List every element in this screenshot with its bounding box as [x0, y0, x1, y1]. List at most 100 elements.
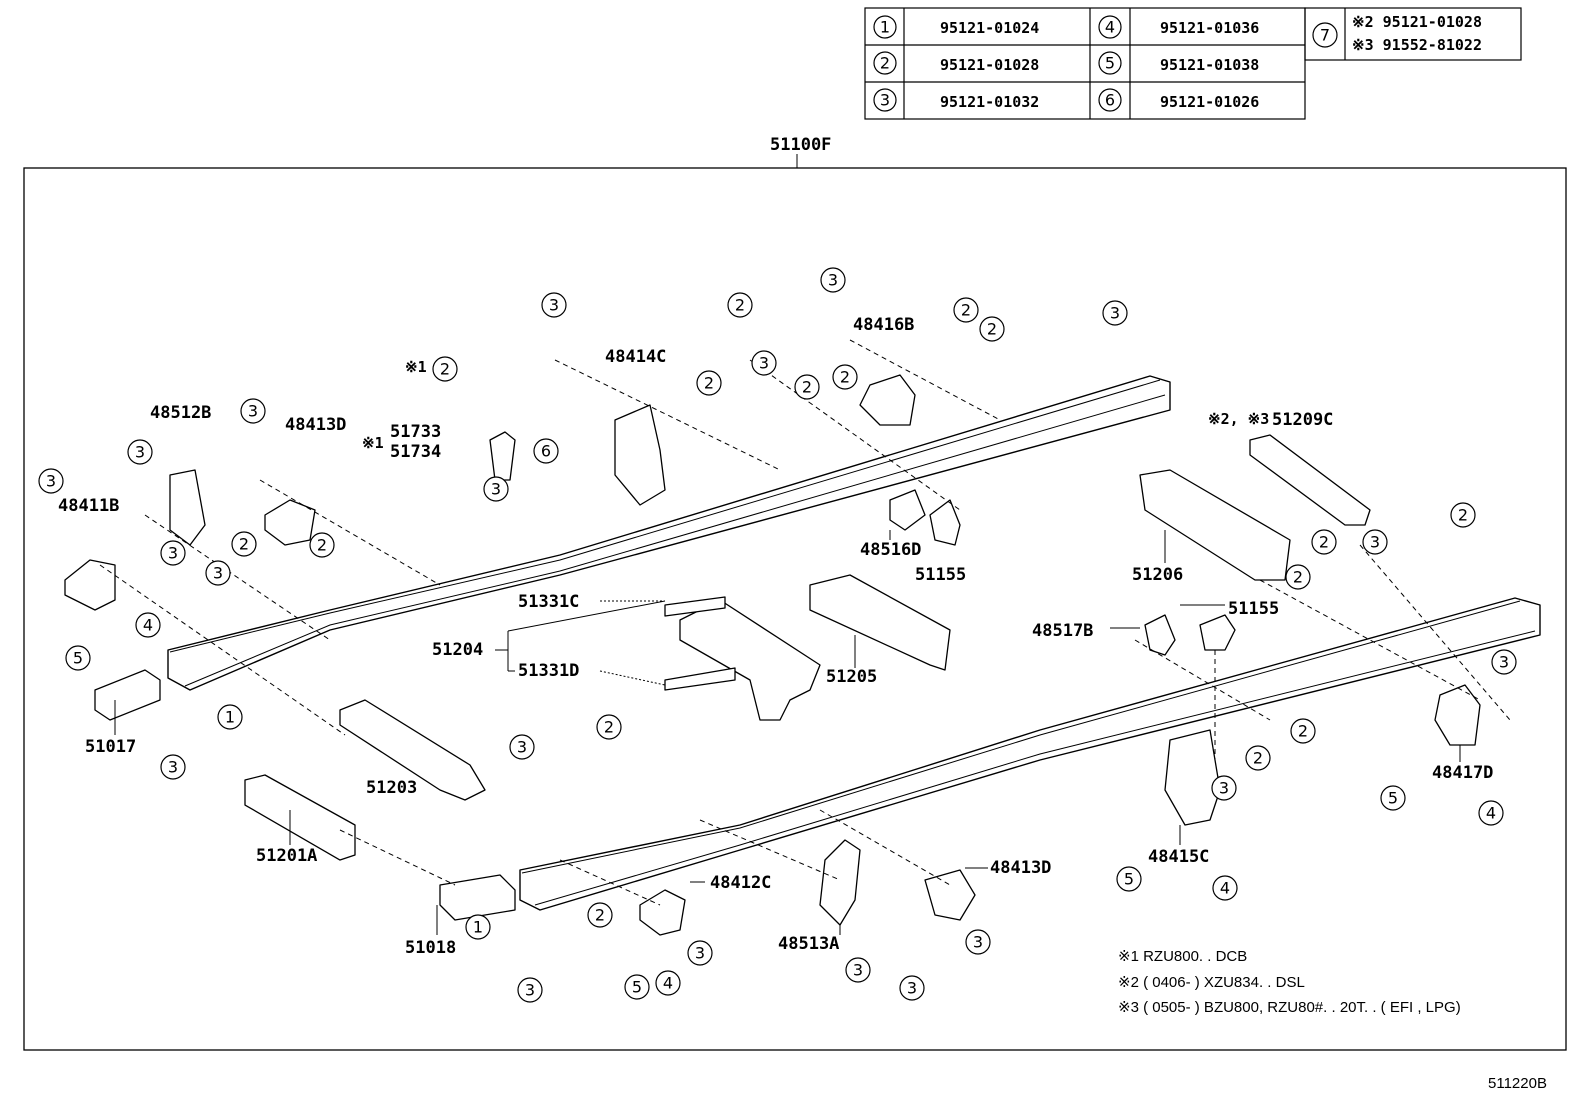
label-leaders [114, 530, 1461, 935]
callout-circle [1212, 875, 1238, 901]
callout-number: 2 [1298, 722, 1308, 741]
callout-circle [483, 476, 509, 502]
bracket-48512B [169, 469, 206, 546]
callout-circle [1450, 502, 1476, 528]
callout-number: 3 [549, 296, 559, 315]
upper-side-rail [167, 375, 1171, 691]
legend-part-3: 95121-01032 [940, 93, 1039, 111]
crossmember-51204 [664, 596, 821, 721]
label-48411B: 48411B [58, 496, 119, 516]
callout-circle [465, 914, 491, 940]
label-48512B: 48512B [150, 403, 211, 423]
note-3: ※3 ( 0505- ) BZU800, RZU80#. . 20T. . ( … [1118, 999, 1461, 1016]
legend-part-2: 95121-01028 [940, 56, 1039, 74]
notes: ※1 RZU800. . DCB ※2 ( 0406- ) XZU834. . … [1118, 948, 1461, 1016]
callout-number: 3 [248, 402, 258, 421]
legend-extra-line1: ※2 95121-01028 [1352, 13, 1482, 31]
callout-number: 2 [604, 718, 614, 737]
callout-number: 2 [239, 535, 249, 554]
callout-circle [160, 540, 186, 566]
label-51201A: 51201A [256, 846, 317, 866]
callout-number: 2 [440, 360, 450, 379]
crossmember-51206 [1139, 469, 1291, 581]
callout-number: 3 [135, 443, 145, 462]
assembly-frame [23, 167, 1567, 1051]
note-2: ※2 ( 0406- ) XZU834. . DSL [1118, 974, 1305, 991]
callout-circle [624, 974, 650, 1000]
assembly-lines [99, 339, 1511, 906]
callout-number: 3 [525, 981, 535, 1000]
callout-number: 4 [663, 974, 673, 993]
callout-circle [1491, 649, 1517, 675]
callout-number: 3 [517, 738, 527, 757]
callout-number: 3 [491, 480, 501, 499]
bracket-51017 [94, 669, 161, 721]
callout-circle [751, 350, 777, 376]
callout-number: 2 [1253, 749, 1263, 768]
callout-circle [845, 957, 871, 983]
label-48413D-lower: 48413D [990, 858, 1051, 878]
legend-table: 1 95121-01024 4 95121-01036 2 95121-0102… [864, 7, 1522, 120]
bracket-48411B [64, 559, 116, 611]
callout-number: 2 [802, 378, 812, 397]
legend-part-1: 95121-01024 [940, 19, 1039, 37]
callout-circle [1245, 745, 1271, 771]
callout-circle [160, 754, 186, 780]
callout-number: 3 [1370, 533, 1380, 552]
callout-circle [820, 267, 846, 293]
callout-circle [794, 374, 820, 400]
crossmember-51205 [809, 574, 951, 671]
callout-number: 2 [704, 374, 714, 393]
label-48517B: 48517B [1032, 621, 1093, 641]
callout-number: 2 [735, 296, 745, 315]
label-51203: 51203 [366, 778, 417, 798]
callout-circle [533, 438, 559, 464]
callout-number: 2 [595, 906, 605, 925]
callout-number: 2 [961, 301, 971, 320]
callout-circle [832, 364, 858, 390]
callout-circle [1380, 785, 1406, 811]
legend-part-5: 95121-01038 [1160, 56, 1259, 74]
callout-circle [1116, 866, 1142, 892]
callout-number: 3 [1219, 779, 1229, 798]
legend-extra-line2: ※3 91552-81022 [1352, 36, 1482, 54]
bracket-48413D-lower [924, 869, 976, 921]
bracket-48412C [639, 889, 686, 936]
callout-circle [135, 612, 161, 638]
callout-circle [309, 532, 335, 558]
legend-key-5: 5 [1105, 54, 1115, 73]
callout-number: 3 [973, 933, 983, 952]
mark-1-51733: ※1 [362, 434, 384, 452]
bracket-51155-upper [929, 499, 961, 546]
label-48513A: 48513A [778, 934, 839, 954]
assembly-label: 51100F [770, 135, 831, 155]
label-48414C: 48414C [605, 347, 666, 367]
label-48412C: 48412C [710, 873, 771, 893]
callout-circle [965, 929, 991, 955]
callout-circle [1311, 529, 1337, 555]
legend-part-6: 95121-01026 [1160, 93, 1259, 111]
callout-circle [432, 356, 458, 382]
bracket-48414C [614, 404, 666, 506]
legend-key-7: 7 [1320, 26, 1330, 45]
callout-circle [655, 970, 681, 996]
bracket-48415C [1164, 729, 1221, 826]
bracket-48517B [1144, 614, 1176, 656]
legend-key-6: 6 [1105, 91, 1115, 110]
callout-circle [1362, 529, 1388, 555]
label-48516D: 48516D [860, 540, 921, 560]
label-51017: 51017 [85, 737, 136, 757]
legend-key-2: 2 [880, 54, 890, 73]
callout-number: 5 [1124, 870, 1134, 889]
label-48413D-upper: 48413D [285, 415, 346, 435]
bracket-48516D [889, 489, 926, 531]
callout-number: 3 [168, 758, 178, 777]
callout-number: 2 [840, 368, 850, 387]
callout-number: 3 [907, 979, 917, 998]
crossmember-51203 [339, 699, 486, 801]
callout-number: 4 [1486, 804, 1496, 823]
bracket-48513A [819, 839, 861, 926]
callout-number: 3 [759, 354, 769, 373]
callout-number: 1 [473, 918, 483, 937]
